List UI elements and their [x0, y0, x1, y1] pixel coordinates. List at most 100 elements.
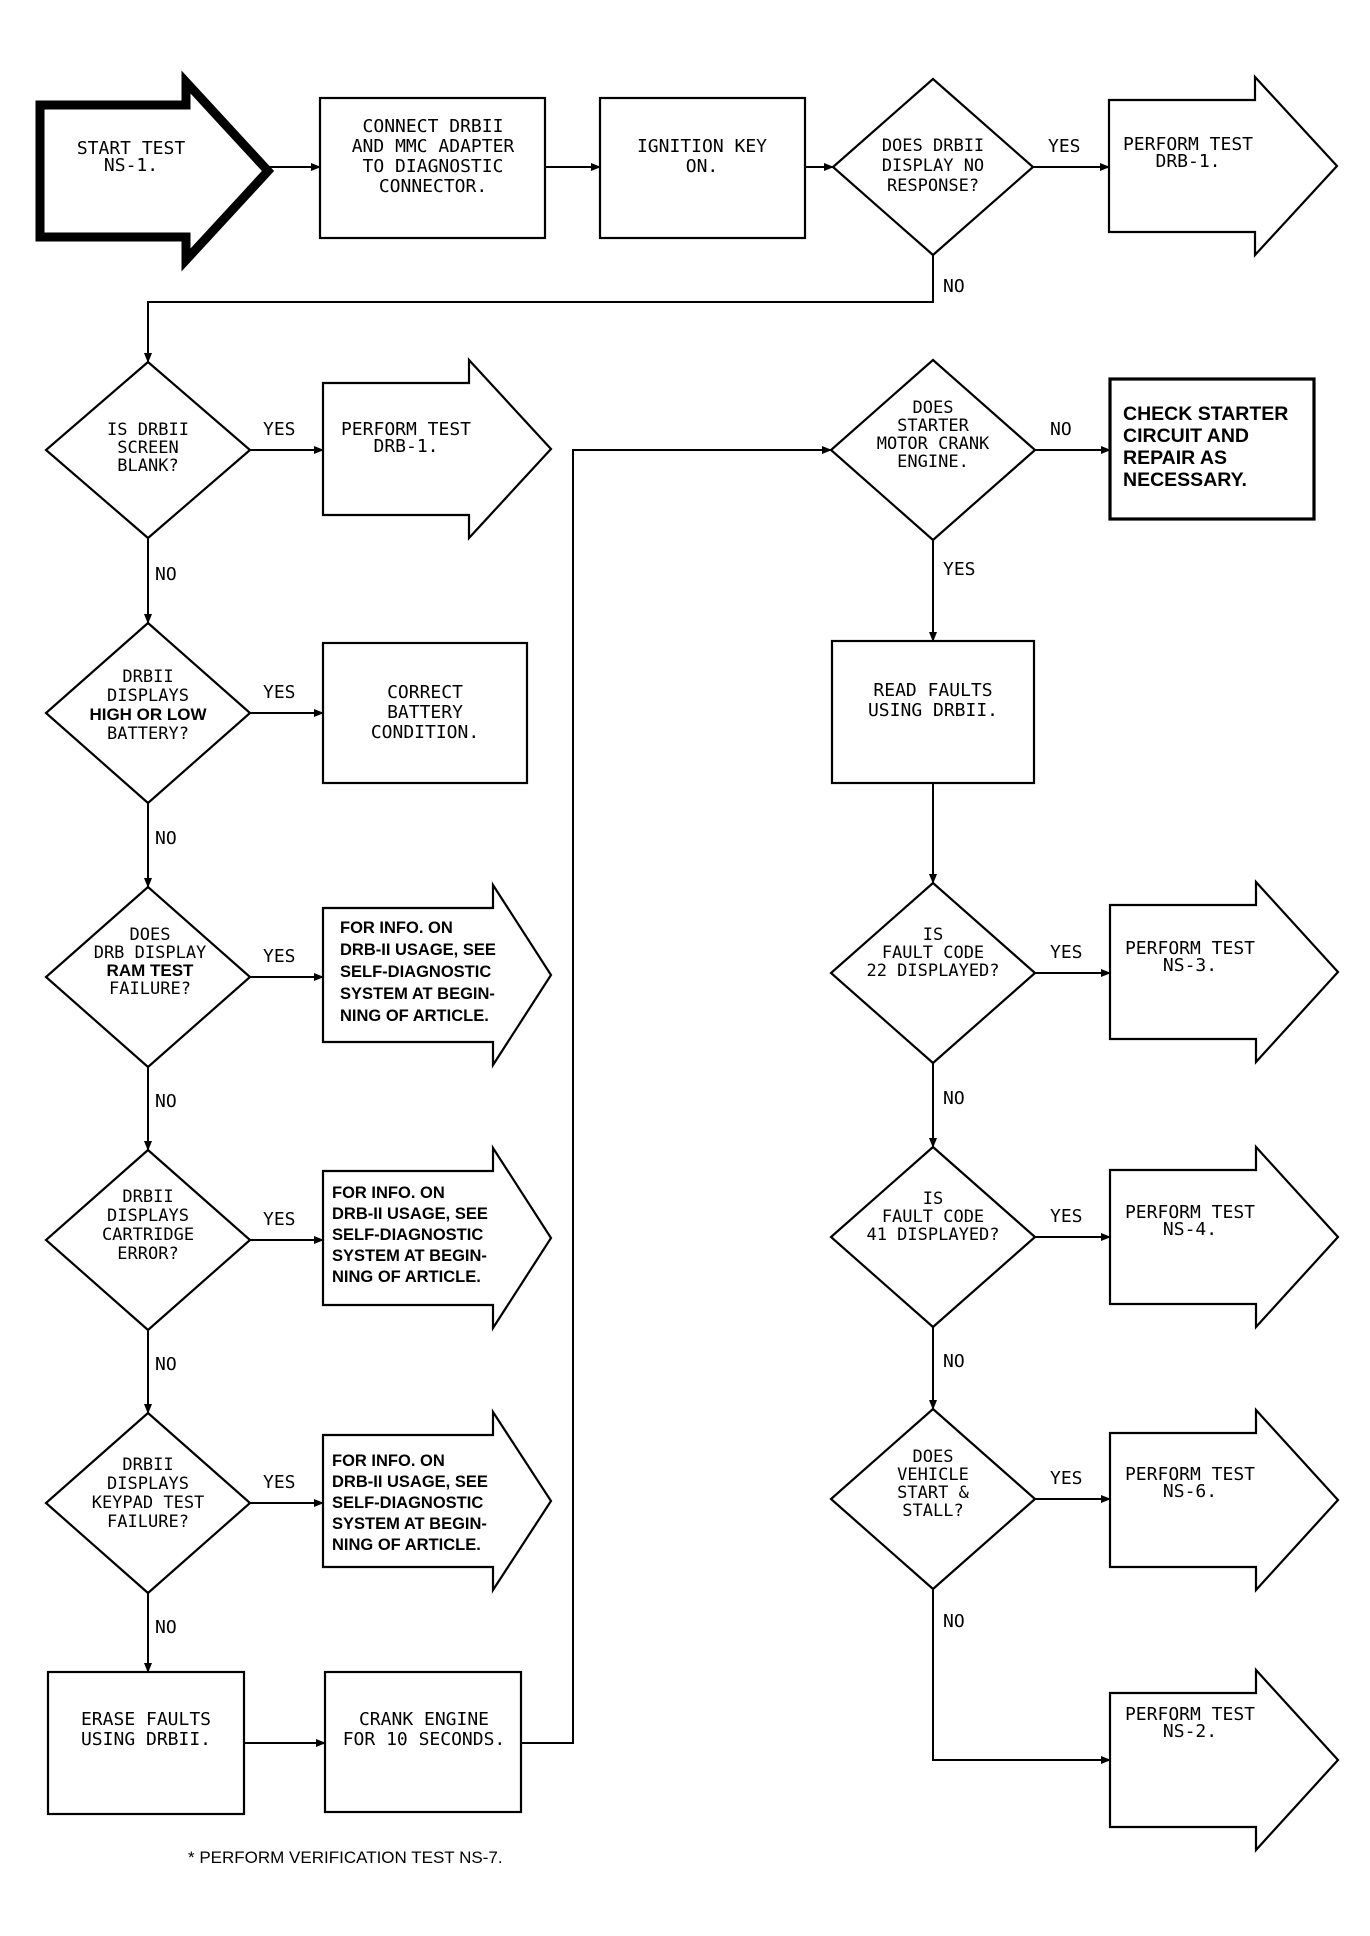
node-keypad-text: KEYPAD TEST — [92, 1493, 205, 1513]
yes-label: YES — [263, 1209, 296, 1230]
process-box — [46, 1670, 246, 1816]
yes-label: YES — [263, 946, 296, 967]
node-info-keypad-text: FOR INFO. ON — [332, 1452, 445, 1470]
node-ram-test-text: FAILURE? — [109, 979, 191, 999]
yes-label: YES — [263, 419, 296, 440]
node-read-faults-text: READ FAULTS — [873, 680, 992, 701]
node-cartridge-text: DRBII — [122, 1187, 173, 1207]
no-label: NO — [155, 1354, 177, 1375]
arrow-shape — [1108, 1407, 1340, 1593]
decision-diamond — [44, 1148, 252, 1332]
node-connect — [318, 96, 547, 240]
no-label: NO — [155, 564, 177, 585]
node-cartridge-text: ERROR? — [117, 1244, 178, 1264]
node-screen-blank-text: SCREEN — [117, 438, 178, 458]
node-no-response — [831, 77, 1035, 257]
node-ram-test-text: DOES — [130, 925, 171, 945]
decision-diamond — [44, 621, 252, 805]
decision-diamond — [831, 77, 1035, 257]
node-starter — [829, 358, 1037, 542]
node-correct-battery-text: CORRECT — [387, 682, 463, 703]
yes-label: YES — [1048, 136, 1081, 157]
node-perform-drb1-a — [1107, 74, 1339, 258]
no-label: NO — [155, 1091, 177, 1112]
arrow-shape — [1107, 74, 1339, 258]
node-check-starter-text: CHECK STARTER — [1123, 403, 1288, 425]
node-info-cartridge-text: FOR INFO. ON — [332, 1184, 445, 1202]
decision-diamond — [44, 1411, 252, 1595]
node-code41 — [829, 1145, 1037, 1329]
node-info-ram — [321, 881, 553, 1069]
node-keypad-text: DRBII — [122, 1455, 173, 1475]
node-start-stall-text: DOES — [913, 1447, 954, 1467]
node-code41-text: IS — [923, 1189, 943, 1209]
arrow-shape — [1108, 879, 1340, 1065]
node-crank-text: FOR 10 SECONDS. — [343, 1729, 506, 1750]
node-start-text: START TEST — [77, 138, 186, 159]
node-read-faults-text: USING DRBII. — [868, 700, 998, 721]
no-label: NO — [1050, 419, 1072, 440]
node-code41-text: 41 DISPLAYED? — [866, 1225, 999, 1245]
node-info-keypad-text: SELF-DIAGNOSTIC — [332, 1494, 483, 1512]
node-perform-ns2 — [1108, 1667, 1340, 1853]
no-label: NO — [943, 1611, 965, 1632]
arrow-shape — [321, 1408, 553, 1594]
yes-label: YES — [943, 559, 976, 580]
decision-diamond — [44, 360, 252, 540]
yes-label: YES — [1050, 942, 1083, 963]
node-battery-text: HIGH OR LOW — [89, 705, 207, 724]
node-cartridge-text: DISPLAYS — [107, 1206, 189, 1226]
node-crank — [323, 1670, 523, 1814]
node-start-stall-text: START & — [897, 1483, 969, 1503]
node-read-faults — [830, 639, 1036, 785]
node-ram-test-text: DRB DISPLAY — [94, 943, 207, 963]
process-box — [598, 96, 807, 240]
node-code41-text: FAULT CODE — [882, 1207, 984, 1227]
no-label: NO — [155, 1617, 177, 1638]
arrow-shape — [321, 357, 553, 541]
node-ignition — [598, 96, 807, 240]
node-info-ram-text: SELF-DIAGNOSTIC — [340, 963, 491, 981]
node-correct-battery — [321, 641, 529, 785]
node-info-cartridge-text: NING OF ARTICLE. — [332, 1268, 481, 1286]
node-starter-text: STARTER — [897, 416, 969, 436]
arrow-shape — [321, 1144, 553, 1332]
node-crank-text: CRANK ENGINE — [359, 1709, 489, 1730]
node-info-cartridge — [321, 1144, 553, 1332]
no-label: NO — [943, 276, 965, 297]
node-cartridge-text: CARTRIDGE — [102, 1225, 194, 1245]
decision-diamond — [829, 1407, 1037, 1591]
node-ignition-text: ON. — [686, 156, 719, 177]
node-erase-text: USING DRBII. — [81, 1729, 211, 1750]
node-connect-text: CONNECT DRBII — [363, 116, 504, 137]
node-battery-text: DISPLAYS — [107, 686, 189, 706]
node-cartridge — [44, 1148, 252, 1332]
node-check-starter-text: CIRCUIT AND — [1123, 425, 1249, 447]
node-connect-text: TO DIAGNOSTIC — [363, 156, 504, 177]
no-label: NO — [155, 828, 177, 849]
node-screen-blank — [44, 360, 252, 540]
decision-diamond — [829, 881, 1037, 1065]
node-start-stall-text: VEHICLE — [897, 1465, 969, 1485]
node-perform-drb1-a-text: DRB-1. — [1155, 151, 1220, 172]
decision-diamond — [44, 885, 252, 1069]
node-info-cartridge-text: SELF-DIAGNOSTIC — [332, 1226, 483, 1244]
node-perform-ns6-text: PERFORM TEST — [1125, 1464, 1255, 1485]
node-correct-battery-text: CONDITION. — [371, 722, 479, 743]
process-box — [1108, 377, 1316, 521]
no-label: NO — [943, 1088, 965, 1109]
node-perform-drb1-b-text: PERFORM TEST — [341, 419, 471, 440]
connectors — [144, 163, 1111, 1764]
node-perform-ns4-text: PERFORM TEST — [1125, 1202, 1255, 1223]
footnote: * PERFORM VERIFICATION TEST NS-7. — [188, 1848, 503, 1867]
node-info-cartridge-text: SYSTEM AT BEGIN- — [332, 1247, 487, 1265]
node-battery-text: BATTERY? — [107, 724, 189, 744]
yes-label: YES — [1050, 1468, 1083, 1489]
node-keypad-text: FAILURE? — [107, 1512, 189, 1532]
node-ram-test — [44, 885, 252, 1069]
node-start-stall — [829, 1407, 1037, 1591]
node-perform-ns4-text: NS-4. — [1163, 1219, 1217, 1240]
yes-label: YES — [263, 682, 296, 703]
decision-diamond — [829, 1145, 1037, 1329]
